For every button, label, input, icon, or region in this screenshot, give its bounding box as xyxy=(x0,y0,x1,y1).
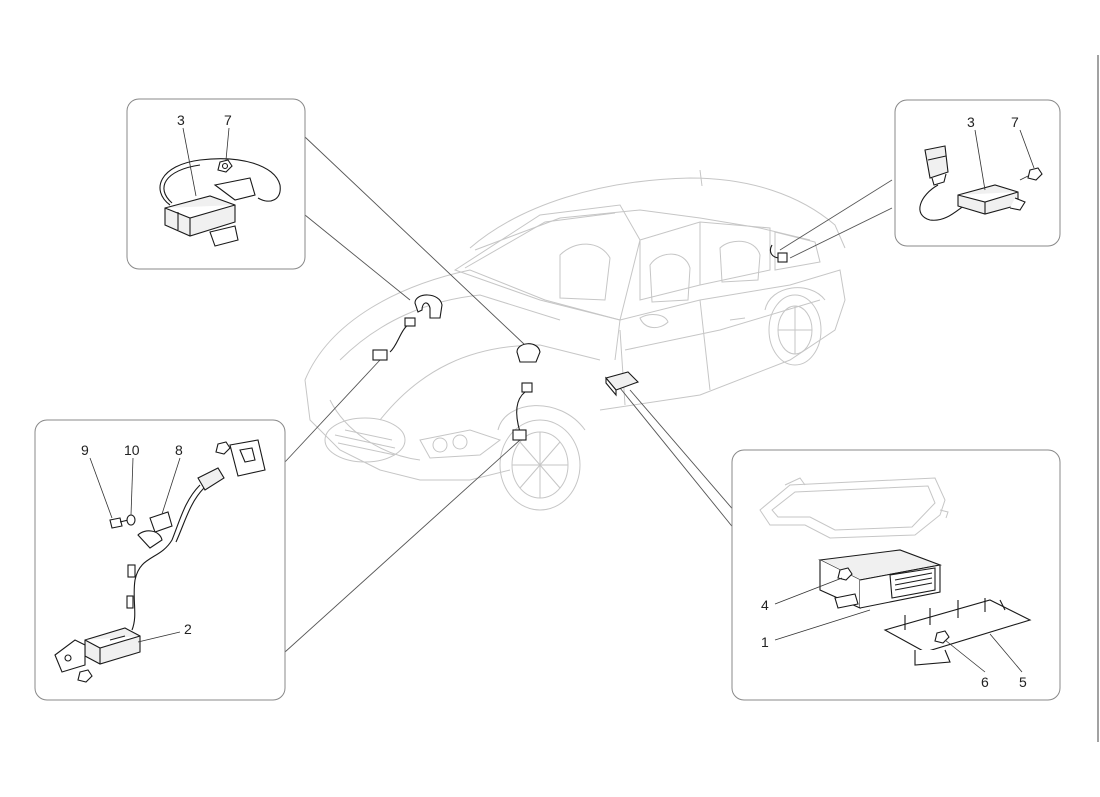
inset-box-bottom-right: 4 1 6 5 xyxy=(731,449,1061,701)
inset-box-bottom-left: 9 10 8 2 xyxy=(34,419,286,701)
callout-3-top-right: 3 xyxy=(967,114,975,130)
callout-2: 2 xyxy=(184,621,192,637)
inset-box-top-left: 3 7 xyxy=(126,98,306,270)
callout-7-top-left: 7 xyxy=(224,112,232,128)
callout-4: 4 xyxy=(761,597,769,613)
connector-lines xyxy=(284,136,893,653)
callout-3-top-left: 3 xyxy=(177,112,185,128)
callout-6: 6 xyxy=(981,674,989,690)
callout-1: 1 xyxy=(761,634,769,650)
callout-10: 10 xyxy=(124,442,140,458)
car-mounted-parts xyxy=(372,244,788,441)
callout-8: 8 xyxy=(175,442,183,458)
callout-7-top-right: 7 xyxy=(1011,114,1019,130)
inset-box-top-right: 3 7 xyxy=(894,99,1061,247)
callout-5: 5 xyxy=(1019,674,1027,690)
callout-9: 9 xyxy=(81,442,89,458)
